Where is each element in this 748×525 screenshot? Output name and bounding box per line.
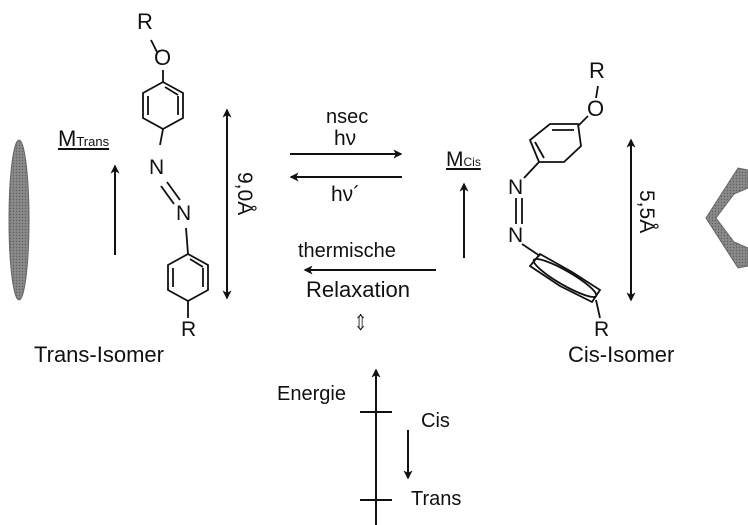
cis-nitrogen-upper: N <box>508 176 524 199</box>
trans-molecule <box>142 39 209 318</box>
trans-r-o-bond <box>150 39 158 53</box>
trans-substituent-bottom: R <box>181 318 197 341</box>
trans-ring-n-bond <box>159 128 164 146</box>
trans-length-label: 9,0Å <box>233 172 256 216</box>
cis-ring-r-bond <box>595 299 601 319</box>
trans-azo-bond <box>160 185 175 205</box>
cis-shape-chevron <box>705 167 748 269</box>
cis-r-o-bond <box>595 85 599 99</box>
trans-shape-ellipse <box>8 139 30 301</box>
cis-substituent-bottom: R <box>594 318 610 341</box>
trans-isomer-name: Trans-Isomer <box>34 342 164 367</box>
trans-n-ring-bond <box>185 227 189 255</box>
forward-condition-top: nsec <box>326 106 369 128</box>
cis-length-label: 5,5Å <box>635 190 658 234</box>
cis-oxygen: O <box>587 96 605 121</box>
equivalence-symbol: ⇔ <box>348 308 379 336</box>
energy-level-cis: Cis <box>421 410 450 432</box>
energy-level-trans: Trans <box>411 488 462 510</box>
energy-diagram <box>360 368 413 525</box>
trans-moment-label: MTrans <box>58 126 110 151</box>
cis-nitrogen-lower: N <box>508 224 524 247</box>
cis-n-ring-bond <box>521 243 541 257</box>
reverse-condition: hν´ <box>331 183 361 206</box>
trans-moment-sub: Trans <box>76 134 110 149</box>
thermal-label-line1: thermische <box>298 240 396 262</box>
trans-bottom-ring <box>167 252 209 303</box>
trans-top-ring <box>142 80 184 131</box>
cis-substituent-top: R <box>589 58 605 83</box>
cis-ring-n-bond <box>523 161 540 179</box>
trans-nitrogen-lower: N <box>176 202 192 225</box>
forward-condition-bottom: hν <box>334 127 357 150</box>
energy-axis-label: Energie <box>277 383 346 405</box>
cis-moment-label: MCis <box>446 148 481 171</box>
trans-substituent-top: R <box>137 9 153 34</box>
cis-moment-sub: Cis <box>463 155 481 169</box>
cis-bottom-ring <box>528 252 602 304</box>
thermal-label-line2: Relaxation <box>306 277 410 302</box>
trans-oxygen: O <box>154 45 172 70</box>
cis-o-ring-bond <box>577 115 589 127</box>
cis-isomer-name: Cis-Isomer <box>568 342 675 367</box>
trans-nitrogen-upper: N <box>149 156 165 179</box>
cis-molecule <box>515 85 602 319</box>
